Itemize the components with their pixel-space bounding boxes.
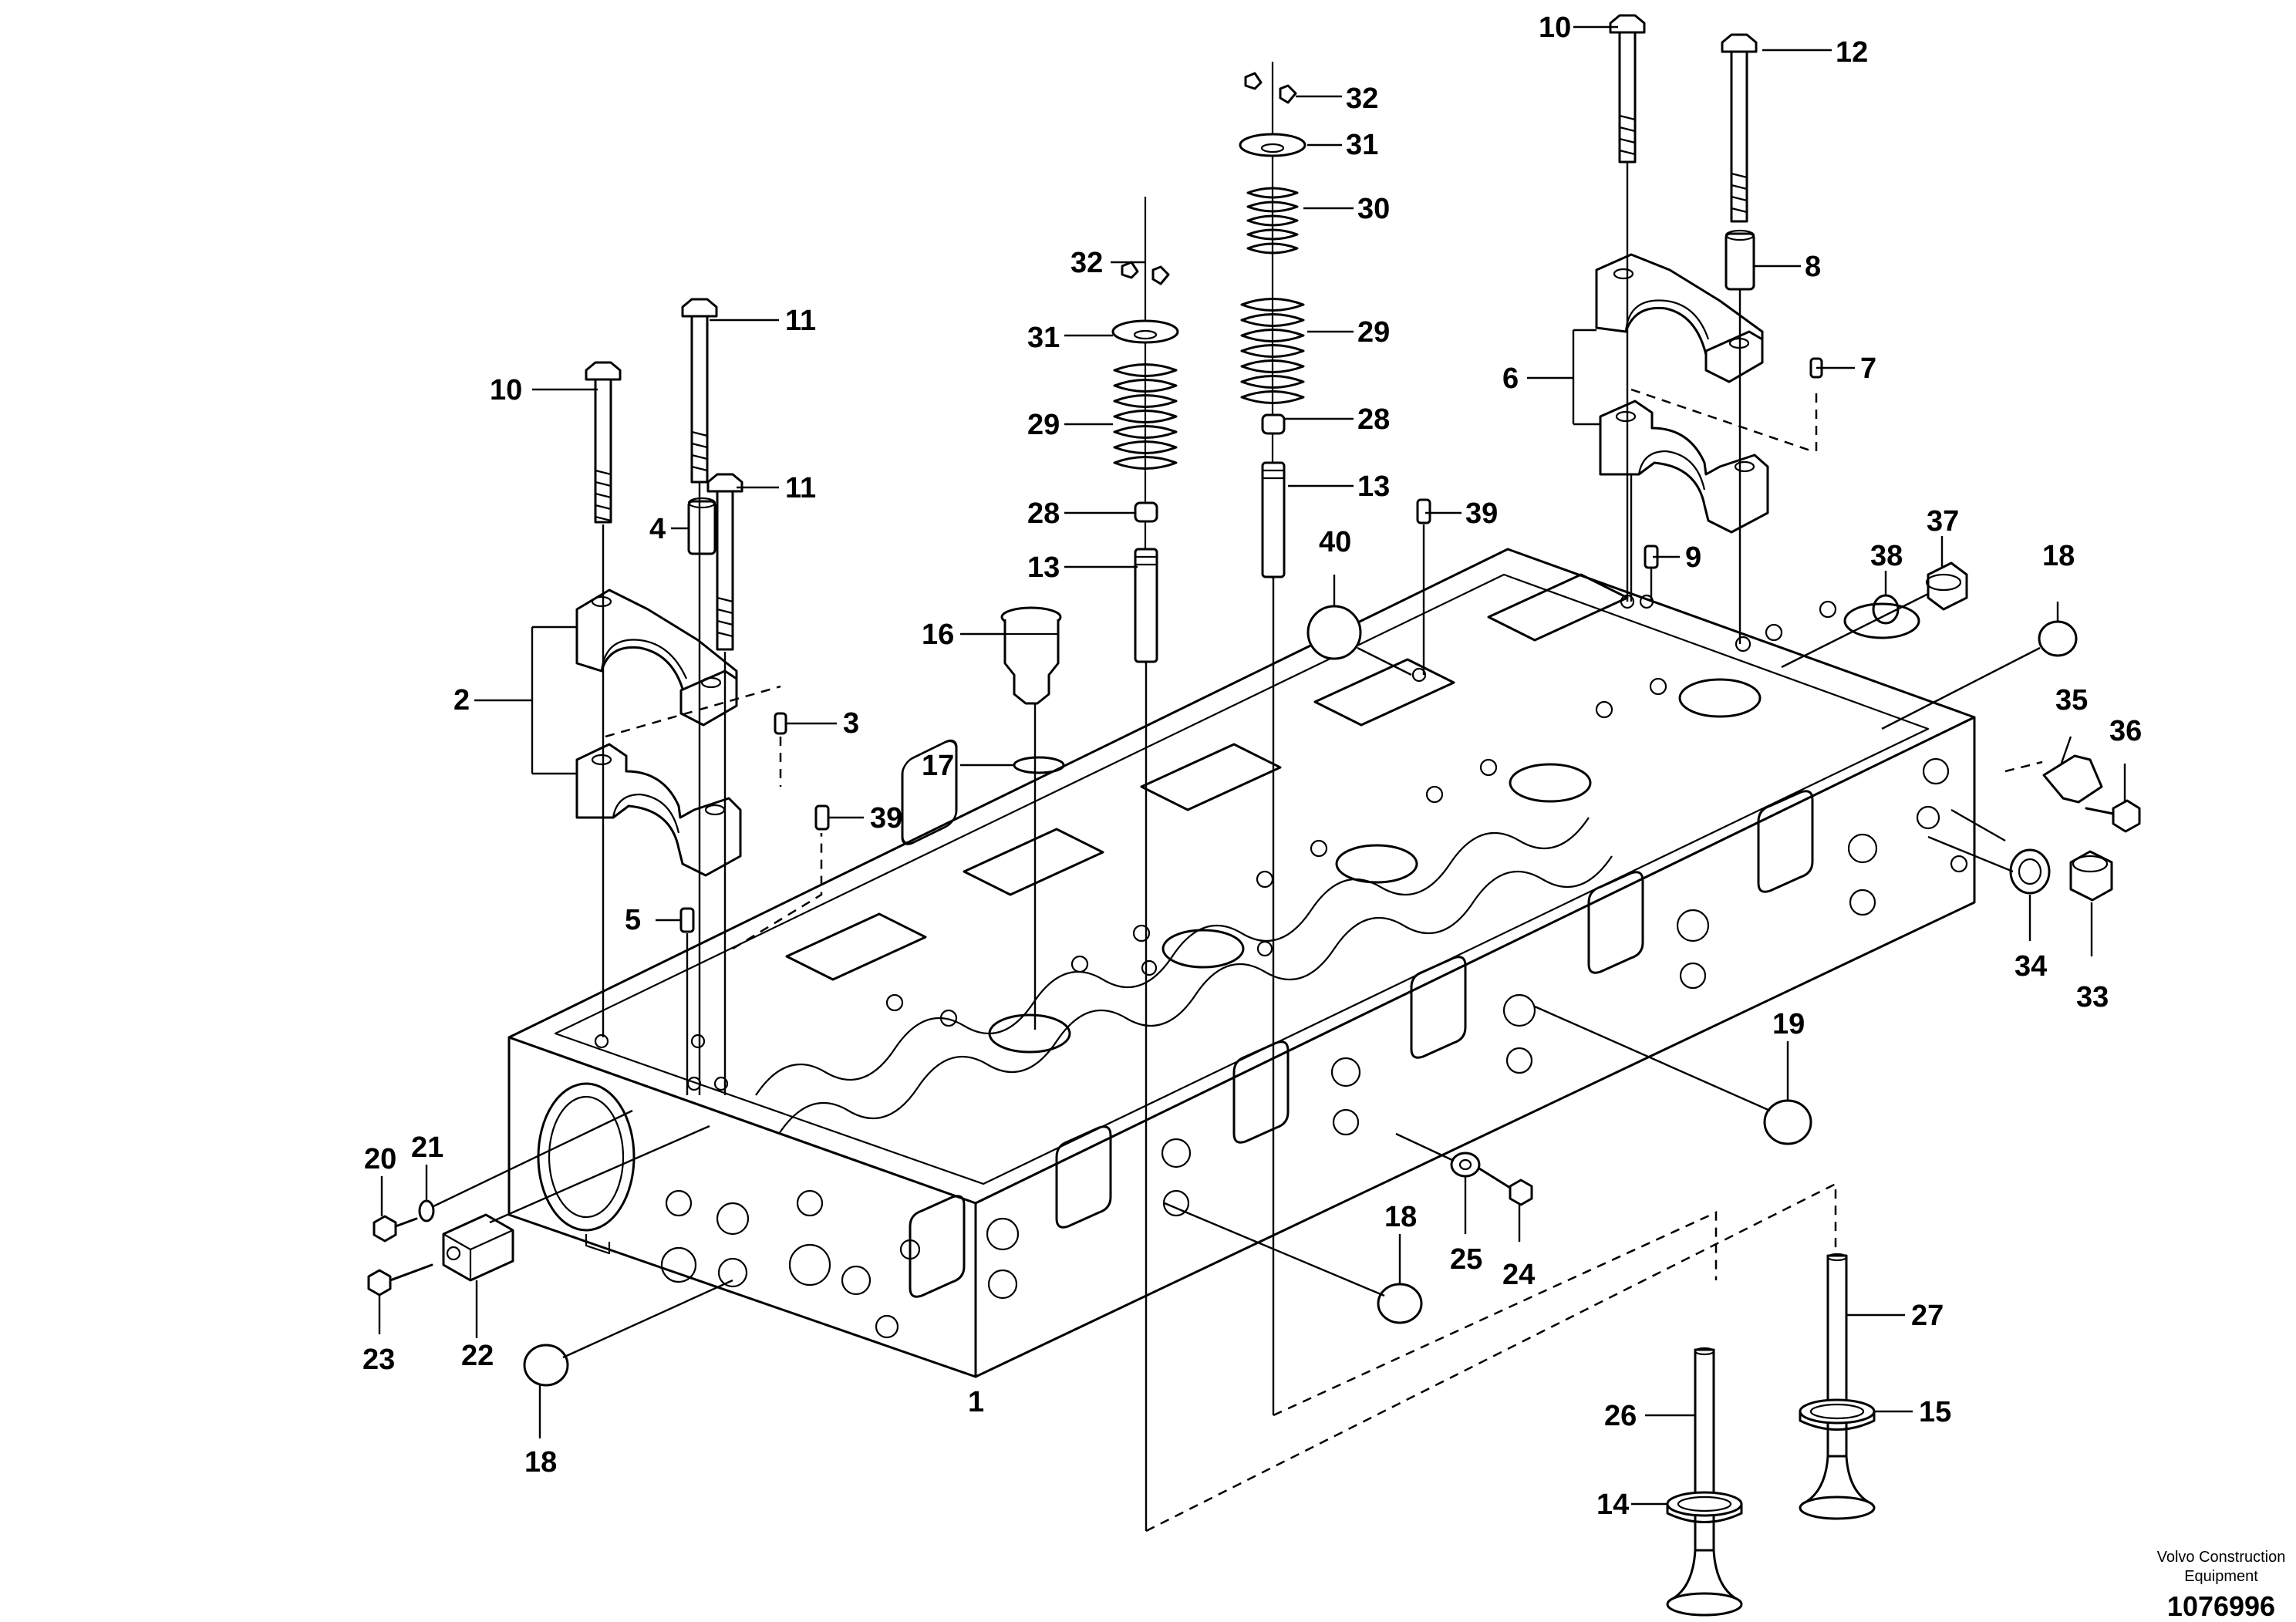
valve-spring-stack-left (1111, 197, 1179, 663)
label-28-left: 28 (1027, 497, 1060, 530)
label-31-left: 31 (1027, 322, 1060, 354)
label-8: 8 (1805, 251, 1821, 283)
label-10-left: 10 (490, 374, 522, 406)
bolt-23 (367, 1263, 433, 1297)
side-ports (901, 739, 958, 845)
label-12: 12 (1836, 36, 1868, 69)
callout-leaders (378, 25, 2126, 1506)
bracket-35 (2042, 754, 2103, 804)
cylinder-head (507, 548, 1976, 1378)
label-32-top: 32 (1346, 83, 1378, 115)
label-35: 35 (2055, 684, 2088, 717)
label-21: 21 (411, 1131, 443, 1164)
label-28-right: 28 (1357, 403, 1390, 436)
label-6: 6 (1502, 363, 1519, 395)
label-33: 33 (2076, 981, 2109, 1013)
bolt-36 (2085, 799, 2141, 833)
plug-19 (1763, 1099, 1812, 1145)
label-40: 40 (1319, 526, 1351, 558)
label-25: 25 (1450, 1243, 1482, 1276)
label-38: 38 (1870, 540, 1903, 572)
washer-21 (418, 1199, 435, 1222)
o-ring-17 (1013, 756, 1065, 774)
valve-26 (1666, 1347, 1743, 1617)
dowel-39-top (1416, 498, 1431, 524)
label-32-left: 32 (1070, 247, 1103, 279)
plug-37 (1925, 561, 1968, 611)
label-17: 17 (922, 750, 954, 782)
label-27: 27 (1911, 1300, 1944, 1332)
bolt-10-left (585, 361, 622, 524)
label-13-right: 13 (1357, 470, 1390, 503)
label-39-left: 39 (870, 802, 902, 835)
label-37: 37 (1927, 505, 1959, 538)
label-10-top: 10 (1539, 12, 1571, 44)
plug-40 (1306, 605, 1362, 660)
label-18-right: 18 (2042, 540, 2075, 572)
plug-18-right (2038, 620, 2078, 657)
plug-18-bottom (523, 1344, 569, 1387)
bolt-11-mid (706, 473, 743, 651)
valve-spring-stack-right (1239, 62, 1306, 578)
label-4: 4 (649, 513, 666, 545)
label-26: 26 (1604, 1400, 1637, 1432)
label-2: 2 (453, 684, 470, 717)
plug-33 (2069, 850, 2113, 902)
label-29-left: 29 (1027, 409, 1060, 441)
watermark-line-1: Volvo Construction (2157, 1549, 2286, 1566)
washer-25 (1450, 1152, 1481, 1178)
dowel-39-left (814, 804, 830, 831)
label-16: 16 (922, 619, 954, 651)
label-18-mid: 18 (1384, 1201, 1417, 1233)
right-camshaft-bearing-cap (1595, 253, 1769, 534)
label-13-left: 13 (1027, 551, 1060, 584)
label-11-mid: 11 (785, 472, 816, 504)
label-31-top: 31 (1346, 129, 1378, 161)
washer-34 (2009, 848, 2051, 895)
label-19: 19 (1772, 1008, 1805, 1040)
label-15: 15 (1919, 1396, 1951, 1428)
label-30: 30 (1357, 193, 1390, 225)
block-22 (442, 1213, 514, 1282)
sleeve-8 (1725, 229, 1755, 291)
bolt-20 (373, 1215, 418, 1243)
label-18-bottom: 18 (524, 1446, 557, 1479)
dowel-3 (774, 712, 787, 735)
label-23: 23 (362, 1344, 395, 1376)
label-5: 5 (625, 904, 641, 936)
sleeve-4 (687, 497, 716, 555)
dowel-5 (679, 907, 695, 933)
bolt-10-top (1609, 14, 1646, 164)
left-camshaft-bearing-cap (575, 588, 742, 877)
manufacturer-watermark: Volvo Construction Equipment 1076996 (2157, 1549, 2286, 1622)
label-39-top: 39 (1465, 497, 1498, 530)
label-3: 3 (843, 707, 859, 740)
bolt-12 (1721, 33, 1758, 223)
label-29-right: 29 (1357, 316, 1390, 349)
seat-ring-14 (1666, 1491, 1743, 1523)
label-36: 36 (2109, 715, 2142, 747)
label-11-top: 11 (785, 305, 816, 337)
watermark-line-2: Equipment (2184, 1568, 2258, 1585)
callout-labels: 10 12 32 31 30 8 29 32 11 31 6 7 10 29 2… (362, 12, 2142, 1521)
valve-27 (1799, 1253, 1876, 1520)
bolt-11-top (681, 298, 718, 484)
plug-18-mid (1377, 1283, 1423, 1324)
injector-sleeve-16 (1000, 606, 1062, 705)
label-14: 14 (1596, 1489, 1629, 1521)
label-34: 34 (2014, 950, 2047, 983)
label-22: 22 (461, 1340, 494, 1372)
label-1: 1 (968, 1386, 984, 1418)
label-7: 7 (1860, 352, 1876, 385)
label-24: 24 (1502, 1259, 1535, 1291)
drawing-number: 1076996 (2167, 1590, 2275, 1622)
label-20: 20 (364, 1143, 396, 1175)
label-9: 9 (1685, 541, 1701, 574)
bolt-24 (1478, 1167, 1533, 1206)
